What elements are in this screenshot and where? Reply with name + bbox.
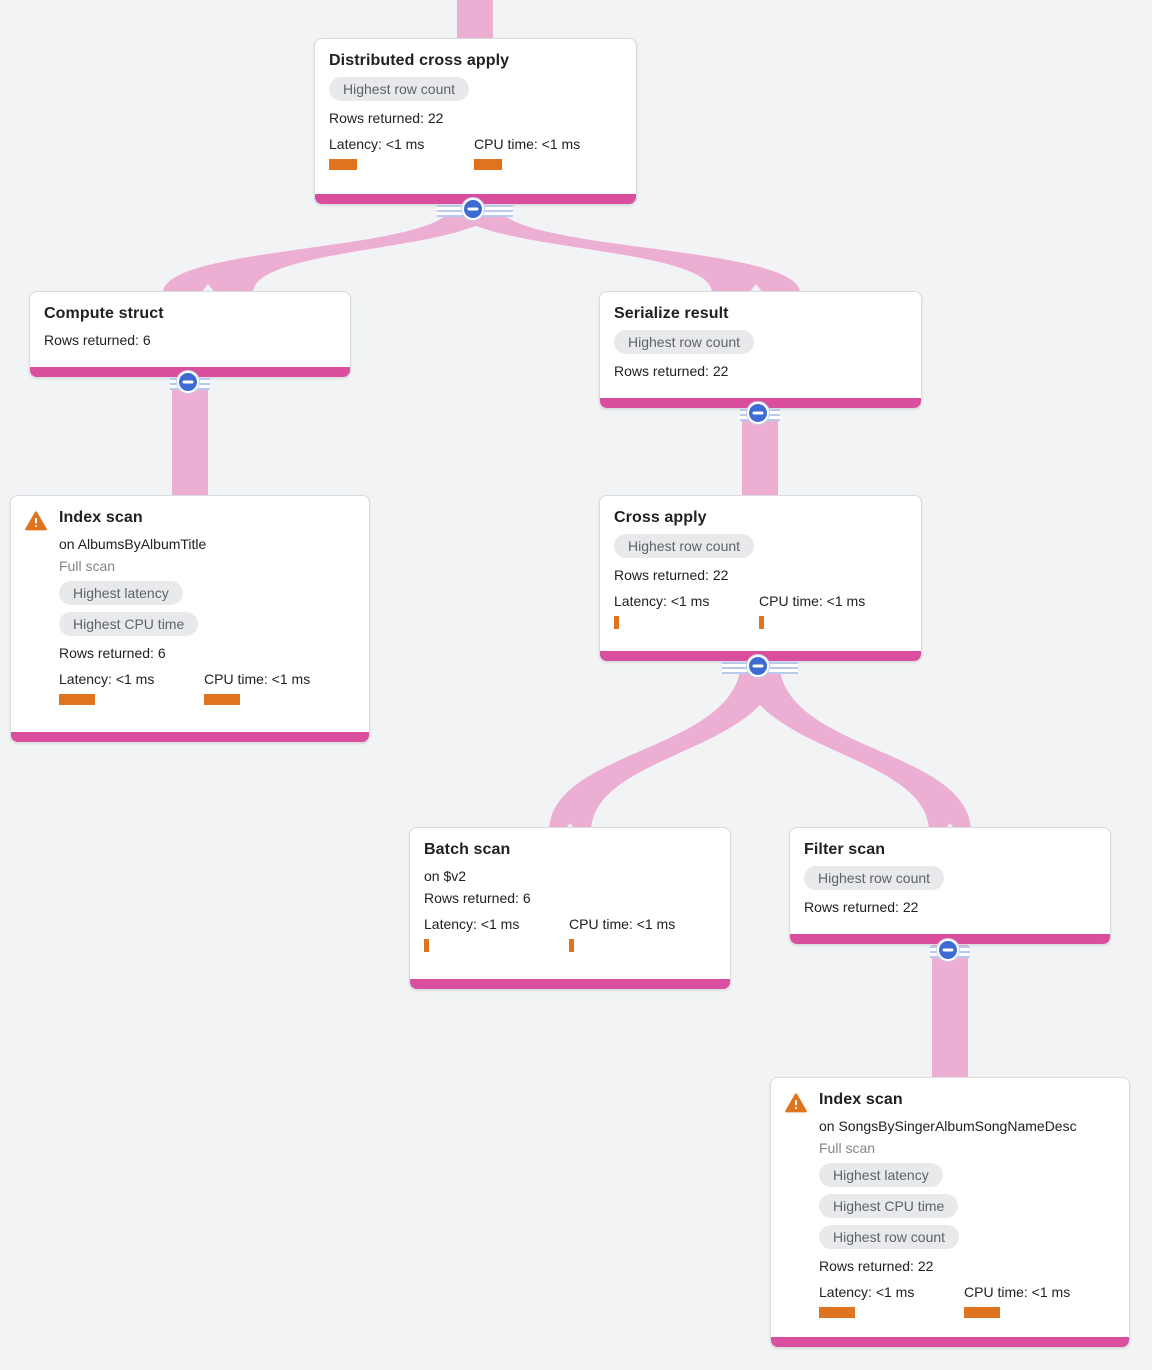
- rows-returned: Rows returned: 6: [59, 645, 166, 661]
- node-title: Index scan: [59, 509, 143, 526]
- badge-highest-cpu-time: Highest CPU time: [819, 1194, 959, 1218]
- node-target: on SongsBySingerAlbumSongNameDesc: [819, 1118, 1077, 1134]
- node-batch-scan[interactable]: Batch scan on $v2 Rows returned: 6 Laten…: [409, 827, 731, 990]
- badge-highest-row-count: Highest row count: [329, 77, 470, 101]
- node-distributed-cross-apply[interactable]: Distributed cross apply Highest row coun…: [314, 38, 637, 205]
- latency-bar: [614, 616, 619, 629]
- latency-bar: [59, 694, 95, 705]
- badge-highest-row-count: Highest row count: [614, 330, 755, 354]
- node-compute-struct[interactable]: Compute struct Rows returned: 6: [29, 291, 351, 378]
- edge-serialize-result-to-cross-apply: [742, 407, 778, 500]
- cpu-time-bar: [204, 694, 240, 705]
- badge-highest-latency: Highest latency: [59, 581, 183, 605]
- edge-filter-scan-to-index-scan-songs: [932, 943, 968, 1082]
- cpu-time-bar: [964, 1307, 1000, 1318]
- collapse-button-serialize-result[interactable]: [747, 402, 769, 424]
- rows-returned: Rows returned: 6: [424, 890, 531, 906]
- scan-type: Full scan: [59, 558, 116, 574]
- collapse-button-filter-scan[interactable]: [937, 939, 959, 961]
- warning-icon: [25, 511, 47, 531]
- edge-cross-apply-to-batch-scan: [549, 660, 779, 832]
- latency-label: Latency: <1 ms: [614, 593, 710, 609]
- node-serialize-result[interactable]: Serialize result Highest row count Rows …: [599, 291, 922, 409]
- edge-distributed-cross-apply-to-compute-struct: [163, 204, 498, 293]
- cpu-time-bar: [474, 159, 502, 170]
- cpu-time-label: CPU time: <1 ms: [474, 136, 581, 152]
- node-title: Index scan: [819, 1091, 903, 1108]
- node-accent-bar: [11, 732, 369, 742]
- collapse-button-cross-apply[interactable]: [747, 655, 769, 677]
- node-title: Serialize result: [614, 305, 729, 322]
- latency-label: Latency: <1 ms: [819, 1284, 915, 1300]
- cpu-time-label: CPU time: <1 ms: [204, 671, 311, 687]
- node-target: on $v2: [424, 868, 467, 884]
- node-cross-apply[interactable]: Cross apply Highest row count Rows retur…: [599, 495, 922, 662]
- badge-highest-row-count: Highest row count: [614, 534, 755, 558]
- minus-icon: [182, 380, 194, 384]
- latency-label: Latency: <1 ms: [59, 671, 155, 687]
- collapse-button-distributed-cross-apply[interactable]: [462, 198, 484, 220]
- minus-icon: [467, 207, 479, 211]
- minus-icon: [942, 948, 954, 952]
- cpu-time-label: CPU time: <1 ms: [759, 593, 866, 609]
- node-index-scan-songs[interactable]: Index scan on SongsBySingerAlbumSongName…: [770, 1077, 1130, 1348]
- latency-bar: [819, 1307, 855, 1318]
- latency-bar: [424, 939, 429, 952]
- rows-returned: Rows returned: 22: [804, 899, 919, 915]
- latency-bar: [329, 159, 357, 170]
- cpu-time-bar: [569, 939, 574, 952]
- cpu-time-label: CPU time: <1 ms: [964, 1284, 1071, 1300]
- warning-icon: [785, 1093, 807, 1113]
- badge-highest-latency: Highest latency: [819, 1163, 943, 1187]
- latency-label: Latency: <1 ms: [424, 916, 520, 932]
- node-filter-scan[interactable]: Filter scan Highest row count Rows retur…: [789, 827, 1111, 945]
- rows-returned: Rows returned: 22: [614, 567, 729, 583]
- node-title: Filter scan: [804, 841, 886, 858]
- edge-compute-struct-to-index-scan-albums: [172, 376, 208, 500]
- rows-returned: Rows returned: 6: [44, 332, 151, 348]
- badge-highest-row-count: Highest row count: [819, 1225, 960, 1249]
- latency-label: Latency: <1 ms: [329, 136, 425, 152]
- node-title: Distributed cross apply: [329, 52, 510, 69]
- node-title: Cross apply: [614, 509, 707, 526]
- edge-cross-apply-to-filter-scan: [741, 660, 971, 832]
- node-title: Compute struct: [44, 305, 164, 322]
- node-accent-bar: [771, 1337, 1129, 1347]
- rows-returned: Rows returned: 22: [614, 363, 729, 379]
- node-title: Batch scan: [424, 841, 511, 858]
- node-target: on AlbumsByAlbumTitle: [59, 536, 207, 552]
- edge-distributed-cross-apply-to-serialize-result: [452, 204, 800, 293]
- scan-type: Full scan: [819, 1140, 876, 1156]
- minus-icon: [752, 664, 764, 668]
- node-index-scan-albums[interactable]: Index scan on AlbumsByAlbumTitle Full sc…: [10, 495, 370, 743]
- cpu-time-label: CPU time: <1 ms: [569, 916, 676, 932]
- rows-returned: Rows returned: 22: [819, 1258, 934, 1274]
- badge-highest-cpu-time: Highest CPU time: [59, 612, 199, 636]
- collapse-button-compute-struct[interactable]: [177, 371, 199, 393]
- minus-icon: [752, 411, 764, 415]
- cpu-time-bar: [759, 616, 764, 629]
- rows-returned: Rows returned: 22: [329, 110, 444, 126]
- badge-highest-row-count: Highest row count: [804, 866, 945, 890]
- node-accent-bar: [410, 979, 730, 989]
